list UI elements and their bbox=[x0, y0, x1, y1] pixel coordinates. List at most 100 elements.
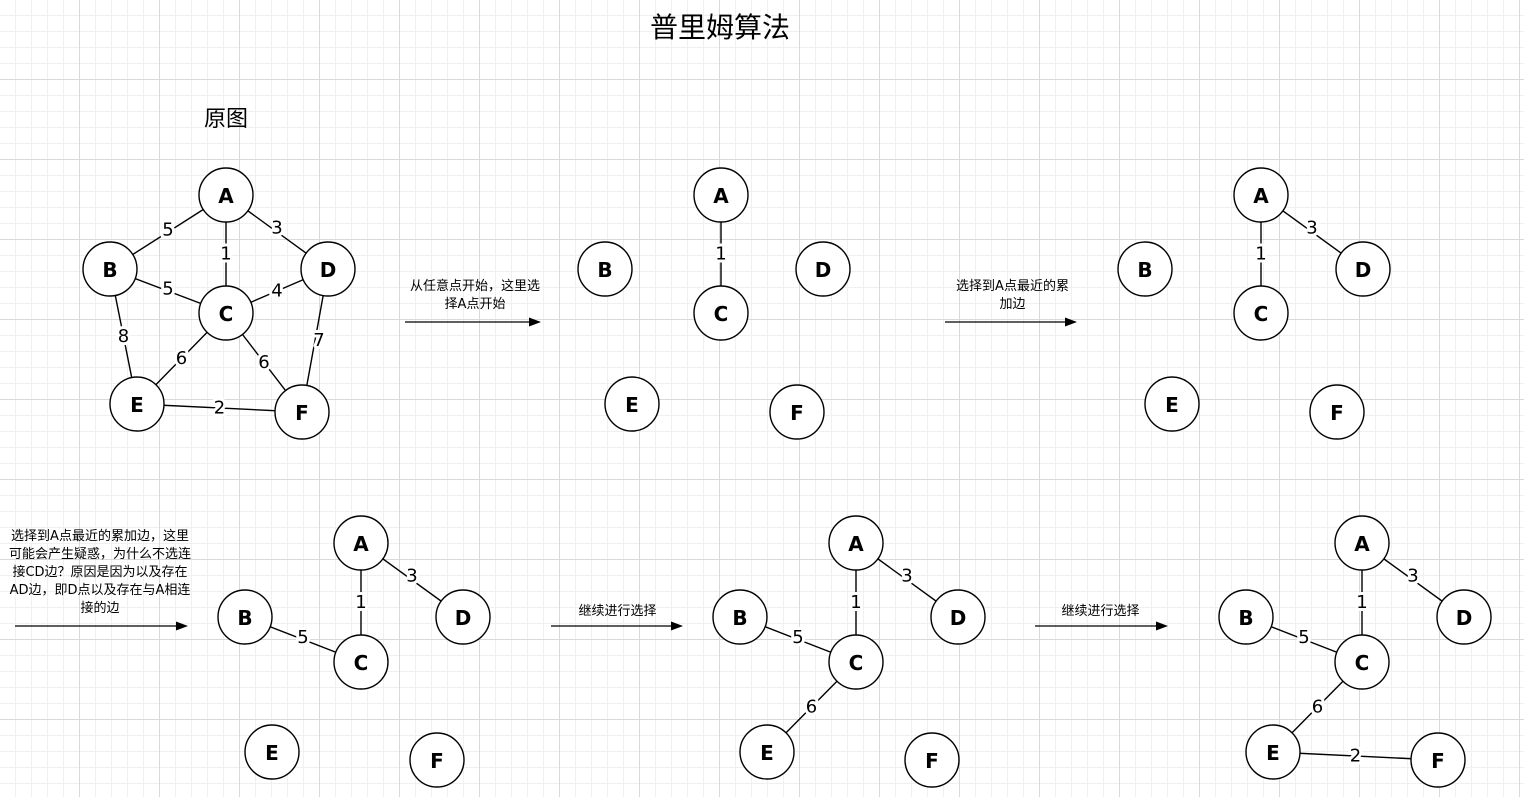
arrow-head-icon bbox=[176, 621, 188, 631]
node-e: E bbox=[1245, 724, 1301, 780]
node-circle bbox=[1144, 376, 1200, 432]
node-e: E bbox=[1144, 376, 1200, 432]
node-a: A bbox=[1334, 515, 1390, 571]
node-label: C bbox=[714, 302, 729, 326]
node-e: E bbox=[604, 376, 660, 432]
node-label: F bbox=[1330, 401, 1344, 425]
node-label: A bbox=[1354, 532, 1370, 556]
node-label: F bbox=[790, 401, 804, 425]
node-label: A bbox=[353, 532, 369, 556]
node-d: D bbox=[435, 589, 491, 645]
node-c: C bbox=[198, 285, 254, 341]
edge-weight-label: 1 bbox=[1255, 244, 1266, 265]
node-label: C bbox=[219, 302, 234, 326]
node-label: D bbox=[320, 258, 337, 282]
node-circle bbox=[1233, 167, 1289, 223]
edge-weight-label: 6 bbox=[176, 348, 187, 369]
node-circle bbox=[712, 589, 768, 645]
arrow-head-icon bbox=[671, 621, 683, 631]
node-c: C bbox=[828, 634, 884, 690]
node-label: D bbox=[1456, 606, 1473, 630]
edge-weight-label: 6 bbox=[258, 352, 269, 373]
node-b: B bbox=[1218, 589, 1274, 645]
node-circle bbox=[693, 167, 749, 223]
node-label: C bbox=[354, 651, 369, 675]
node-label: A bbox=[848, 532, 864, 556]
node-circle bbox=[1334, 515, 1390, 571]
step-5-note: 继续进行选择 bbox=[1061, 604, 1140, 619]
node-label: C bbox=[1254, 302, 1269, 326]
node-circle bbox=[82, 241, 138, 297]
node-label: E bbox=[1165, 393, 1179, 417]
node-b: B bbox=[82, 241, 138, 297]
node-label: B bbox=[732, 606, 747, 630]
node-label: F bbox=[1431, 749, 1445, 773]
node-circle bbox=[828, 515, 884, 571]
node-c: C bbox=[1233, 285, 1289, 341]
arrow-head-icon bbox=[1156, 621, 1168, 631]
node-circle bbox=[1334, 634, 1390, 690]
node-circle bbox=[904, 732, 960, 788]
node-a: A bbox=[198, 167, 254, 223]
edge-weight-label: 1 bbox=[715, 244, 726, 265]
node-circle bbox=[1117, 241, 1173, 297]
node-label: F bbox=[295, 401, 309, 425]
node-d: D bbox=[300, 241, 356, 297]
edge-weight-label: 8 bbox=[118, 326, 129, 347]
node-f: F bbox=[1309, 384, 1365, 440]
node-c: C bbox=[693, 285, 749, 341]
node-b: B bbox=[577, 241, 633, 297]
step-2-note: 选择到A点最近的累加边 bbox=[956, 279, 1069, 312]
step-3-note: 选择到A点最近的累加边，这里可能会产生疑惑，为什么不选连接CD边？原因是因为以及… bbox=[8, 529, 191, 616]
node-circle bbox=[1410, 732, 1466, 788]
node-a: A bbox=[1233, 167, 1289, 223]
step-4-note: 继续进行选择 bbox=[578, 604, 657, 619]
node-label: C bbox=[1355, 651, 1370, 675]
node-f: F bbox=[409, 732, 465, 788]
node-label: E bbox=[130, 393, 144, 417]
edge-weight-label: 3 bbox=[901, 566, 912, 587]
node-e: E bbox=[109, 376, 165, 432]
node-d: D bbox=[1436, 589, 1492, 645]
edge-weight-label: 2 bbox=[1350, 746, 1361, 767]
node-circle bbox=[217, 589, 273, 645]
node-f: F bbox=[769, 384, 825, 440]
node-circle bbox=[198, 285, 254, 341]
edge-weight-label: 3 bbox=[271, 218, 282, 239]
node-label: E bbox=[760, 741, 774, 765]
node-circle bbox=[828, 634, 884, 690]
edge-weight-label: 7 bbox=[313, 330, 324, 351]
node-label: F bbox=[925, 749, 939, 773]
node-circle bbox=[604, 376, 660, 432]
edge-weight-label: 1 bbox=[1356, 592, 1367, 613]
node-label: A bbox=[1253, 184, 1269, 208]
node-c: C bbox=[333, 634, 389, 690]
node-label: A bbox=[713, 184, 729, 208]
node-circle bbox=[1218, 589, 1274, 645]
node-circle bbox=[693, 285, 749, 341]
node-circle bbox=[769, 384, 825, 440]
node-circle bbox=[109, 376, 165, 432]
node-circle bbox=[333, 634, 389, 690]
node-e: E bbox=[739, 724, 795, 780]
edge-weight-label: 1 bbox=[220, 244, 231, 265]
node-d: D bbox=[795, 241, 851, 297]
step-1-note: 从任意点开始，这里选择A点开始 bbox=[410, 279, 541, 312]
node-label: C bbox=[849, 651, 864, 675]
node-a: A bbox=[693, 167, 749, 223]
node-b: B bbox=[217, 589, 273, 645]
node-b: B bbox=[712, 589, 768, 645]
edge-weight-label: 5 bbox=[792, 627, 803, 648]
edge-weight-label: 3 bbox=[1306, 218, 1317, 239]
node-d: D bbox=[1335, 241, 1391, 297]
edge-weight-label: 2 bbox=[214, 398, 225, 419]
arrow-head-icon bbox=[529, 317, 541, 327]
edge-weight-label: 6 bbox=[1312, 697, 1323, 718]
edge-weight-label: 5 bbox=[297, 627, 308, 648]
node-circle bbox=[930, 589, 986, 645]
node-label: B bbox=[237, 606, 252, 630]
node-circle bbox=[198, 167, 254, 223]
